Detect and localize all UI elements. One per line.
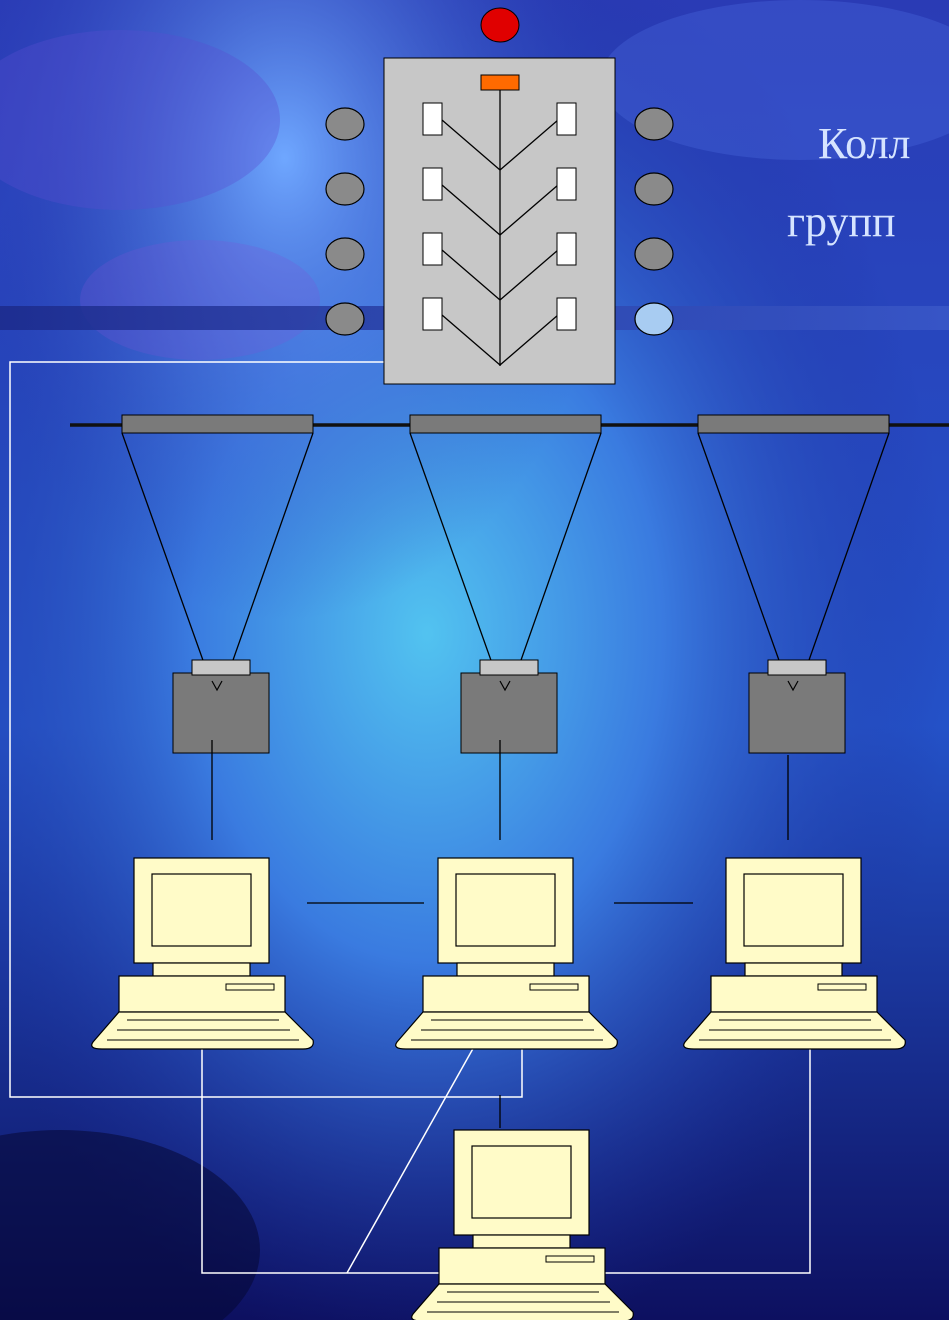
relay-right-2 (556, 167, 577, 201)
relay-right-3 (556, 232, 577, 266)
relay-left-3 (422, 232, 443, 266)
lamp-icon (325, 107, 365, 141)
camera-icon (121, 414, 314, 840)
relay-left-1 (422, 102, 443, 136)
camera-icon (409, 414, 602, 840)
computer-icon (395, 857, 618, 1050)
slide-title-line-1: Колл (818, 119, 911, 168)
panel-indicator (480, 74, 520, 91)
switch-panel-icon (383, 57, 616, 385)
alarm-lamp-icon (480, 7, 520, 43)
camera-icon (697, 414, 890, 840)
lamp-icon (325, 237, 365, 271)
diagonal-wire (346, 1044, 476, 1274)
lamp-icon (634, 172, 674, 206)
computer-icon (91, 857, 314, 1050)
relay-left-2 (422, 167, 443, 201)
relay-right-4 (556, 297, 577, 331)
lamp-icon (634, 107, 674, 141)
relay-right-1 (556, 102, 577, 136)
slide-title-line-2: групп (787, 197, 896, 246)
lamp-icon (325, 302, 365, 336)
computer-icon (683, 857, 906, 1050)
lamp-icon (634, 237, 674, 271)
control-wire-loop (9, 361, 523, 1098)
lamp-icon (325, 172, 365, 206)
relay-left-4 (422, 297, 443, 331)
lamp-icon-active (634, 302, 674, 336)
computer-icon-central (411, 1129, 634, 1320)
